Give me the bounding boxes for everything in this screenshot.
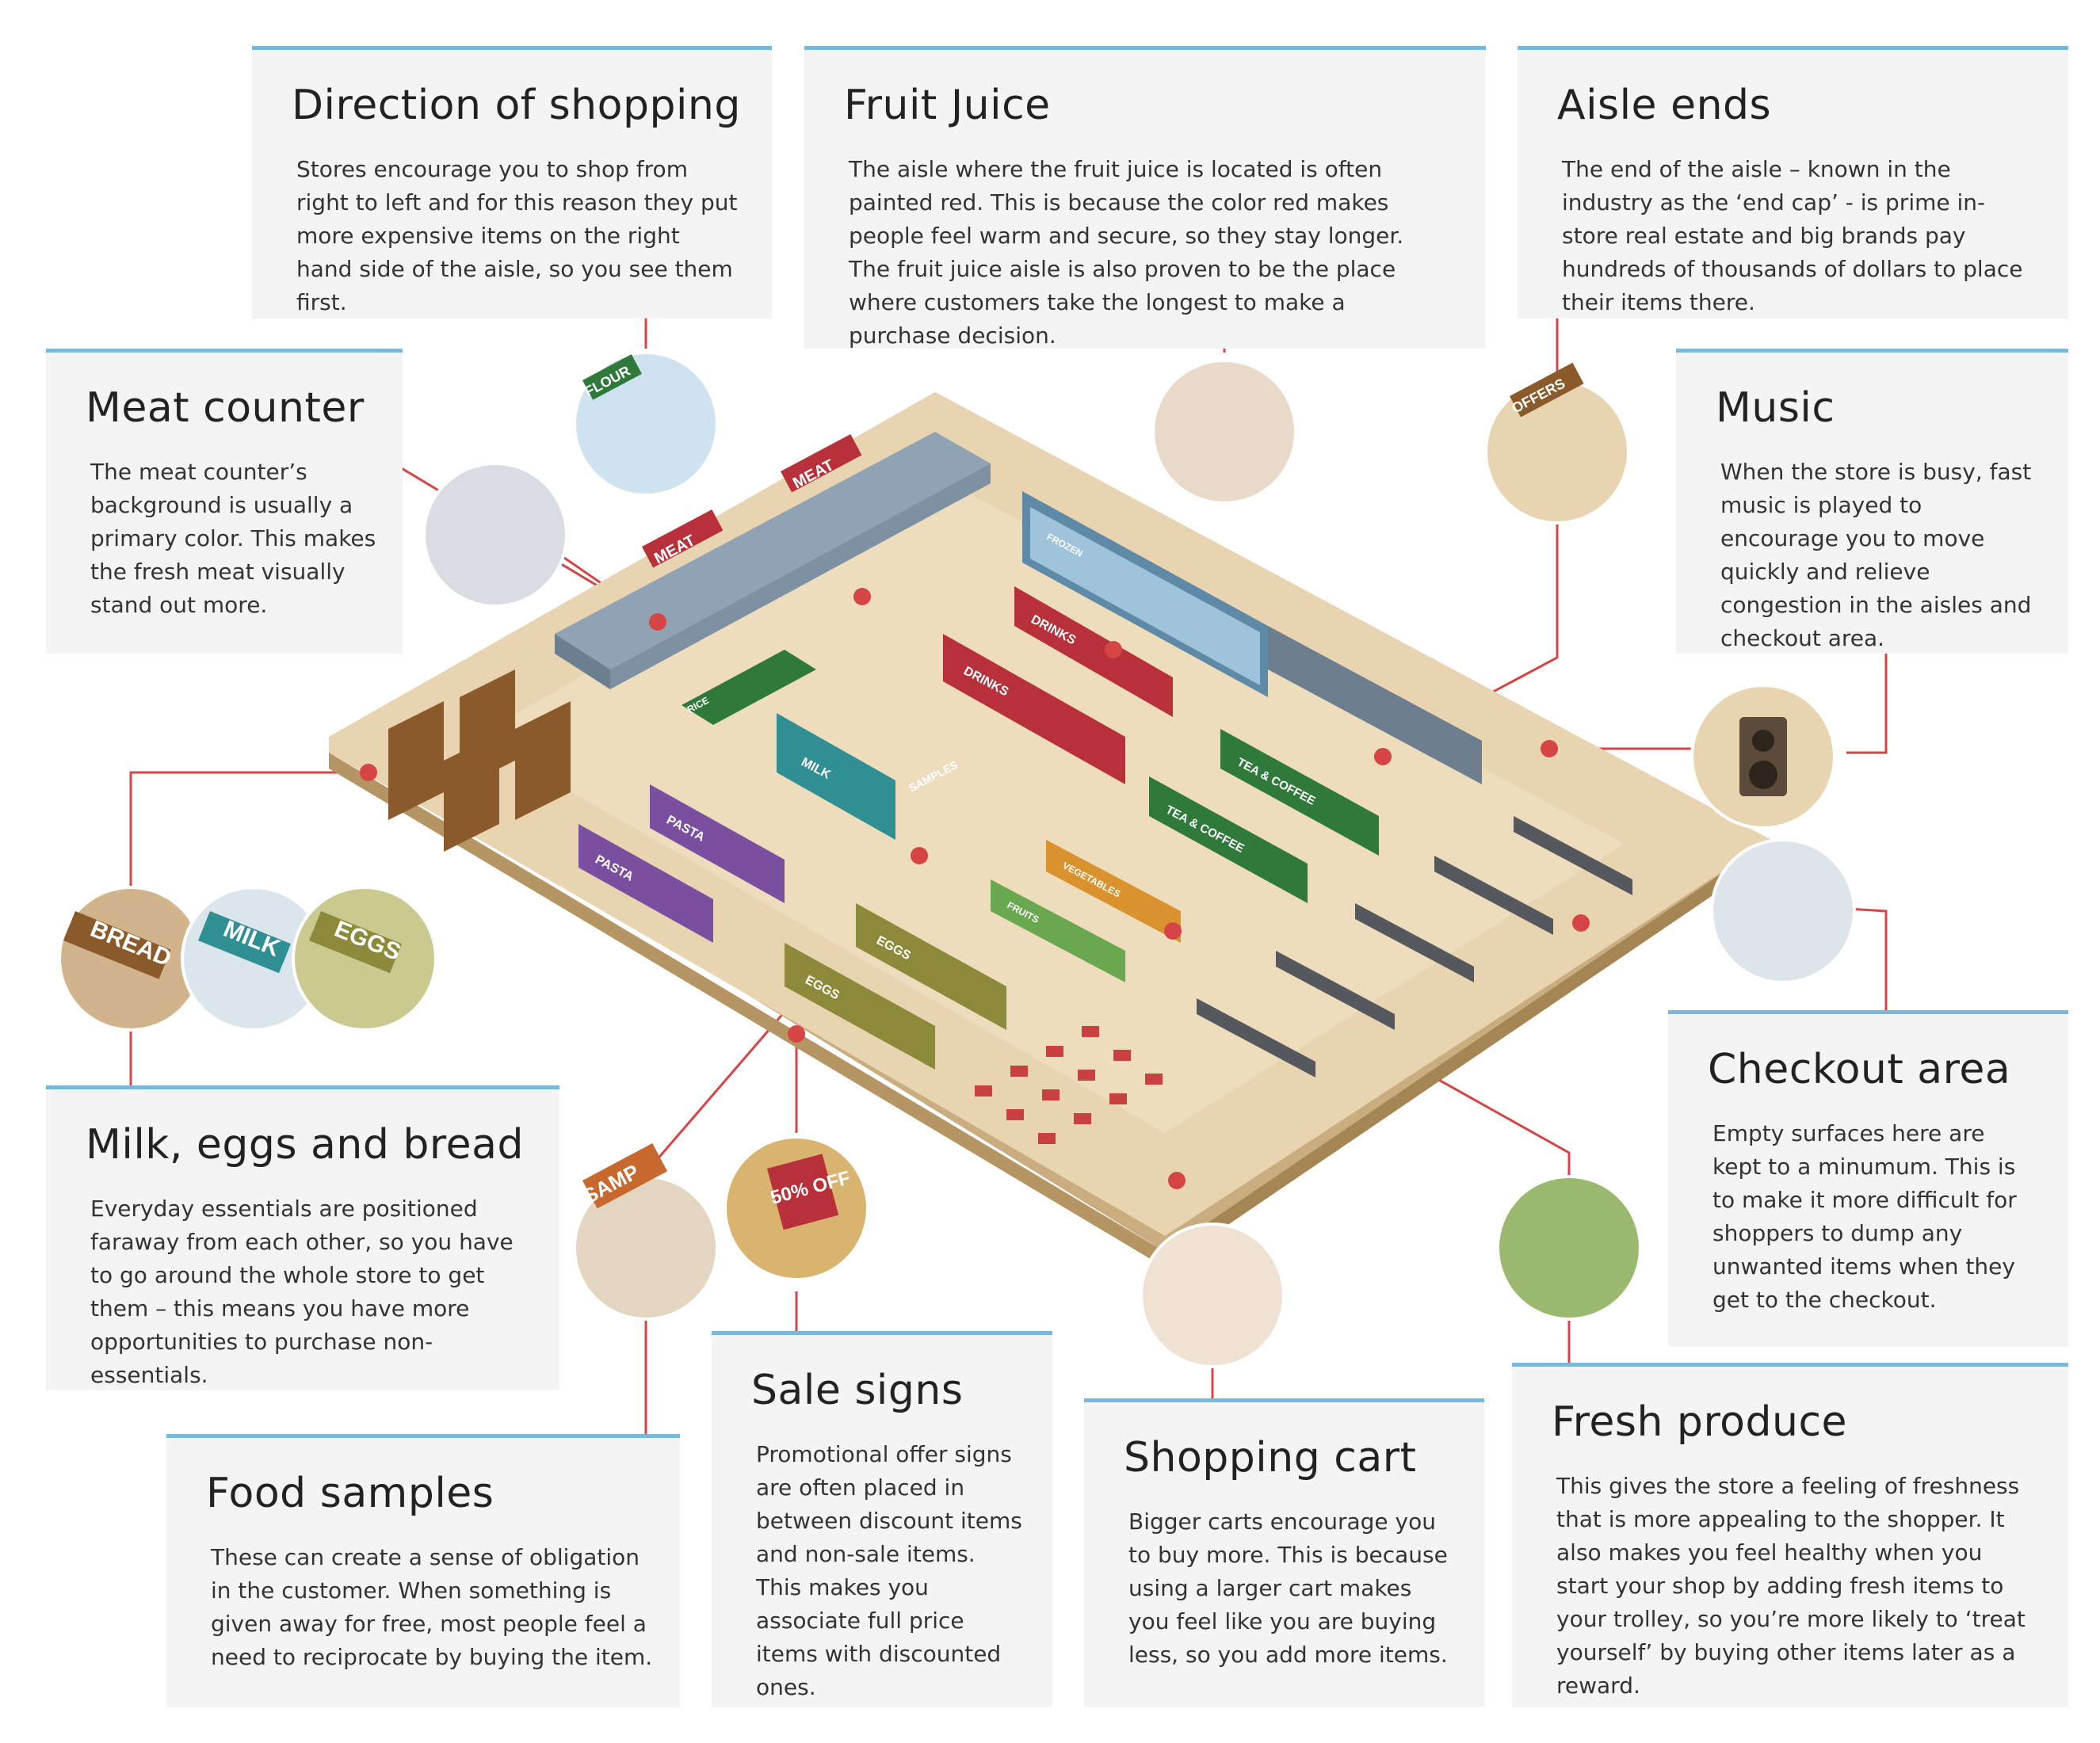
eggs-aisle	[856, 903, 1006, 1030]
cart-callout	[1140, 1222, 1285, 1368]
meat-callout	[422, 462, 568, 608]
card-fresh-produce: Fresh produce This gives the store a fee…	[1512, 1363, 2068, 1707]
card-text: This gives the store a feeling of freshn…	[1556, 1473, 2026, 1699]
card-text: Bigger carts encourage you to buy more. …	[1128, 1508, 1448, 1668]
produce-callout	[1496, 1175, 1642, 1321]
tea-coffee-aisle	[1149, 776, 1308, 903]
produce-stand	[991, 879, 1125, 982]
card-title: Meat counter	[86, 384, 365, 432]
card-text: These can create a sense of obligation i…	[211, 1544, 653, 1670]
card-title: Shopping cart	[1124, 1434, 1417, 1482]
milk-aisle	[777, 713, 895, 840]
card-title: Food samples	[206, 1470, 494, 1517]
card-text: The meat counter’s background is usually…	[90, 459, 376, 618]
card-title: Sale signs	[751, 1367, 964, 1414]
eggs-aisle	[785, 943, 935, 1070]
bread-racks	[388, 669, 571, 852]
checkout-callout	[1710, 838, 1856, 984]
card-text: Promotional offer signs are often placed…	[756, 1441, 1022, 1700]
shelving-blocks	[388, 586, 1379, 1070]
rice-shelf	[682, 650, 816, 725]
offers-callout	[1484, 379, 1630, 524]
produce-stand	[1046, 840, 1181, 943]
checkout-lanes	[1197, 816, 1632, 1077]
juice-callout	[1151, 359, 1297, 505]
card-text: Empty surfaces here are kept to a minumu…	[1712, 1120, 2017, 1313]
card-title: Aisle ends	[1557, 82, 1772, 129]
card-title: Fresh produce	[1552, 1398, 1848, 1446]
meat-sign	[781, 434, 862, 493]
card-food-samples: Food samples These can create a sense of…	[166, 1434, 680, 1707]
marker-dots	[360, 588, 1590, 1189]
card-title: Direction of shopping	[292, 82, 741, 129]
card-direction-of-shopping: Direction of shopping Stores encourage y…	[252, 46, 772, 318]
card-milk-eggs-bread: Milk, eggs and bread Everyday essentials…	[46, 1085, 559, 1390]
tea-coffee-aisle	[1220, 729, 1379, 856]
card-text: The aisle where the fruit juice is locat…	[849, 156, 1404, 349]
pasta-aisle	[578, 824, 713, 943]
card-title: Milk, eggs and bread	[86, 1121, 525, 1169]
card-text: When the store is busy, fast music is pl…	[1720, 459, 2032, 651]
card-aisle-ends: Aisle ends The end of the aisle – known …	[1518, 46, 2068, 318]
pasta-aisle	[650, 784, 785, 903]
meat-sign	[642, 509, 724, 568]
card-sale-signs: Sale signs Promotional offer signs are o…	[712, 1331, 1052, 1707]
card-text: Stores encourage you to shop from right …	[296, 156, 738, 315]
card-title: Checkout area	[1708, 1046, 2011, 1093]
card-fruit-juice: Fruit Juice The aisle where the fruit ju…	[804, 46, 1486, 349]
frozen-aisle	[1022, 491, 1482, 784]
card-meat-counter: Meat counter The meat counter’s backgrou…	[46, 349, 403, 654]
card-text: Everyday essentials are positioned faraw…	[90, 1196, 514, 1388]
card-text: The end of the aisle – known in the indu…	[1562, 156, 2023, 315]
drinks-aisle	[943, 634, 1125, 784]
carts-area	[975, 1026, 1163, 1144]
card-title: Music	[1716, 384, 1835, 432]
card-checkout-area: Checkout area Empty surfaces here are ke…	[1668, 1010, 2068, 1347]
card-music: Music When the store is busy, fast music…	[1676, 349, 2068, 654]
card-shopping-cart: Shopping cart Bigger carts encourage you…	[1084, 1398, 1484, 1707]
card-title: Fruit Juice	[844, 82, 1051, 129]
drinks-aisle	[1014, 586, 1173, 717]
